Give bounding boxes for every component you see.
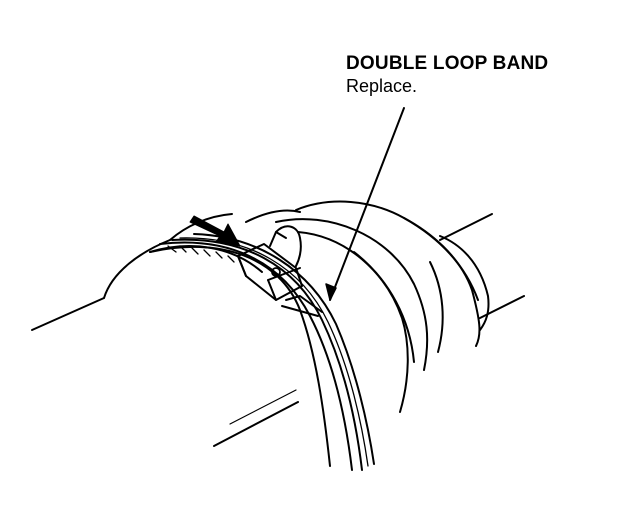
boot-housing bbox=[103, 213, 331, 467]
push-arrow-icon bbox=[189, 215, 241, 247]
rotate-arrow-icon bbox=[269, 225, 302, 267]
callout-subtitle: Replace. bbox=[346, 76, 418, 96]
callout-leader-line bbox=[325, 107, 405, 301]
callout-label: DOUBLE LOOP BAND Replace. bbox=[346, 53, 548, 97]
band-clip bbox=[237, 243, 323, 317]
drive-shaft bbox=[31, 213, 525, 447]
cv-boot bbox=[245, 200, 490, 413]
callout-title: DOUBLE LOOP BAND bbox=[346, 53, 549, 74]
